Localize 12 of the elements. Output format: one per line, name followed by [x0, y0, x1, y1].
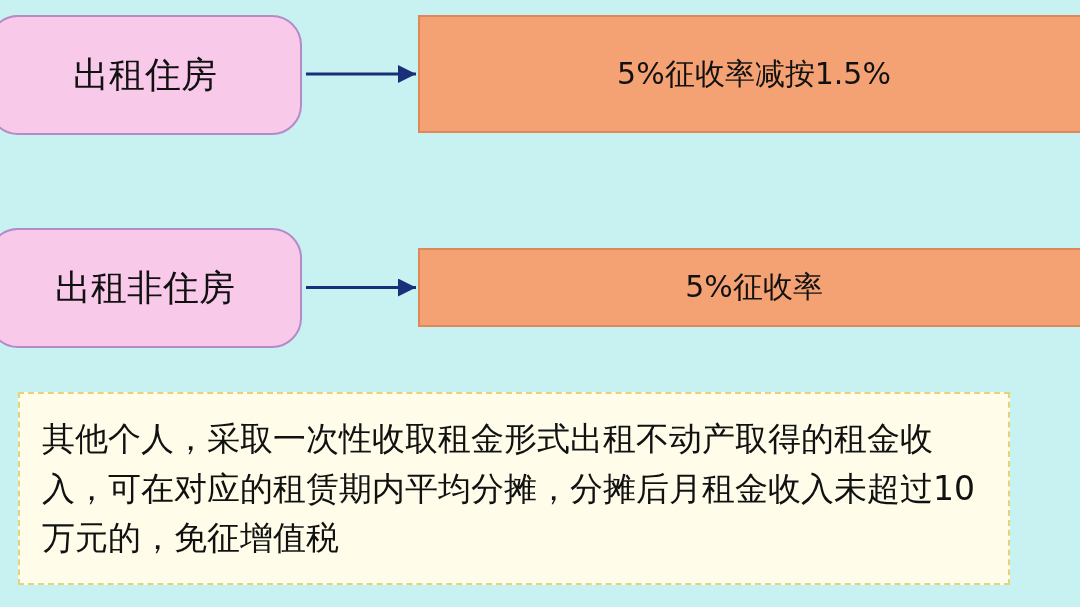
rate-box [418, 15, 1080, 133]
arrow [306, 278, 416, 297]
rate-box [418, 248, 1080, 327]
box-text: 出租住房 [73, 52, 217, 97]
box-text: 其他个人，采取一次性收取租金形式出租不动产取得的租金收入，可在对应的租赁期内平均分摊，分摊后月租金收入未超过10万元的，免征增值税 [42, 418, 976, 560]
arrow [306, 65, 416, 83]
box-text: 出租非住房 [55, 265, 235, 310]
box-text: 5%征收率 [685, 268, 823, 306]
note-box [18, 392, 1010, 585]
category-box [0, 15, 302, 135]
category-box [0, 228, 302, 348]
box-text: 5%征收率减按1.5% [617, 54, 891, 93]
